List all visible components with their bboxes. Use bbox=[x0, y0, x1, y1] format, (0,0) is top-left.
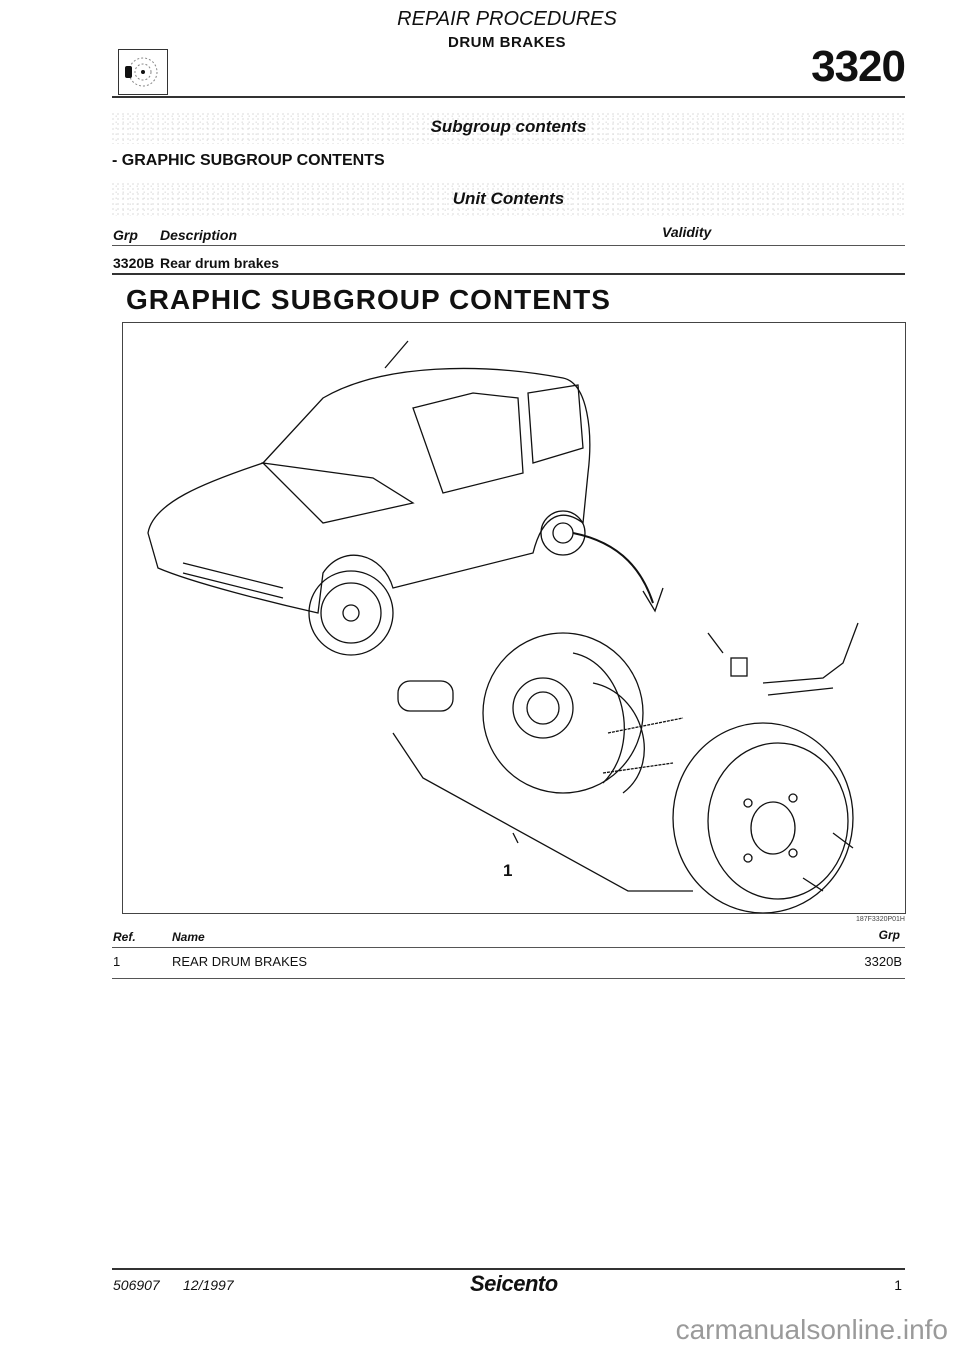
list-heading: - GRAPHIC SUBGROUP CONTENTS bbox=[112, 152, 385, 169]
subject-title: DRUM BRAKES bbox=[448, 34, 566, 51]
doc-date: 12/1997 bbox=[183, 1277, 234, 1293]
ref-row-name: REAR DRUM BRAKES bbox=[172, 954, 308, 969]
col-ref: Ref. bbox=[113, 930, 136, 944]
col-grp: Grp bbox=[113, 227, 138, 243]
ref-row-grp: 3320B bbox=[864, 954, 902, 969]
figure-frame: 1 bbox=[122, 322, 906, 914]
col-name: Name bbox=[172, 930, 205, 944]
brand-logo: Seicento bbox=[470, 1271, 558, 1296]
ref-row-ref: 1 bbox=[113, 954, 121, 969]
callout-1: 1 bbox=[503, 861, 513, 880]
col-description: Description bbox=[160, 227, 238, 243]
subgroup-band: Subgroup contents bbox=[112, 112, 905, 144]
unit-row-grp: 3320B bbox=[113, 255, 155, 271]
page-number: 1 bbox=[894, 1277, 902, 1293]
drum-brake-illustration bbox=[147, 340, 859, 914]
section-code: 3320 bbox=[811, 42, 906, 91]
col-validity: Validity bbox=[662, 224, 712, 240]
section-title: REPAIR PROCEDURES bbox=[397, 8, 617, 30]
image-code: 187F3320P01H bbox=[855, 916, 905, 923]
unit-band: Unit Contents bbox=[112, 182, 905, 216]
watermark: carmanualsonline.info bbox=[675, 1314, 948, 1345]
doc-number: 506907 bbox=[113, 1277, 160, 1293]
unit-row-description: Rear drum brakes bbox=[160, 255, 280, 271]
col-grp-ref: Grp bbox=[878, 928, 900, 942]
graphic-title: GRAPHIC SUBGROUP CONTENTS bbox=[126, 284, 611, 315]
brake-drum-icon bbox=[118, 49, 168, 95]
